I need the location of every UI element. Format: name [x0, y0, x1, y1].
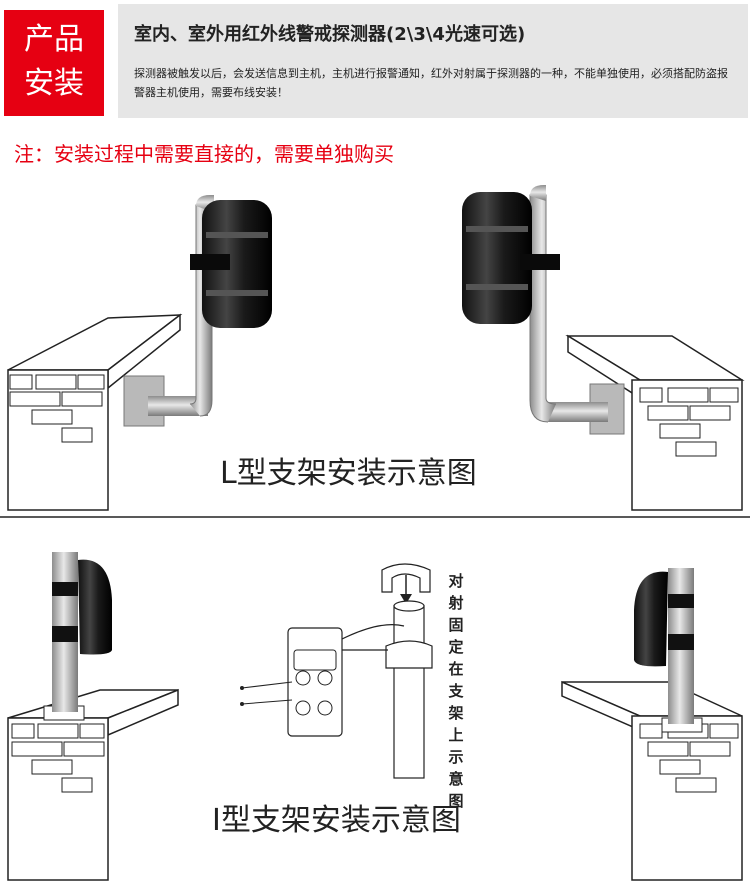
badge-line-1: 产品 — [24, 22, 84, 57]
notice-text: 注：安装过程中需要直接的，需要单独购买 — [14, 142, 394, 166]
left-wall-i-bracket — [7, 552, 179, 881]
right-wall-l-bracket — [529, 185, 745, 511]
left-detector-unit — [190, 200, 272, 328]
page-title: 室内、室外用红外线警戒探测器(2\3\4光速可选) — [134, 24, 526, 45]
l-bracket-caption: L型支架安装示意图 — [220, 456, 477, 491]
description-text: 探测器被触发以后，会发送信息到主机，主机进行报警通知，红外对射属于探测器的一种，… — [134, 67, 728, 99]
header: 产品 安装 室内、室外用红外线警戒探测器(2\3\4光速可选) 探测器被触发以后… — [0, 0, 750, 118]
i-bracket-caption: I型支架安装示意图 — [212, 803, 461, 838]
title-banner: 室内、室外用红外线警戒探测器(2\3\4光速可选) 探测器被触发以后，会发送信息… — [118, 4, 748, 118]
right-wall-i-bracket — [561, 568, 743, 881]
vertical-mount-note: 对射固定在支架上示意图 — [448, 572, 464, 810]
mounting-detail-diagram — [240, 563, 433, 779]
left-wall-l-bracket — [7, 195, 214, 511]
badge-line-2: 安装 — [24, 66, 84, 101]
right-detector-unit — [462, 192, 560, 324]
product-install-badge: 产品 安装 — [4, 10, 104, 116]
